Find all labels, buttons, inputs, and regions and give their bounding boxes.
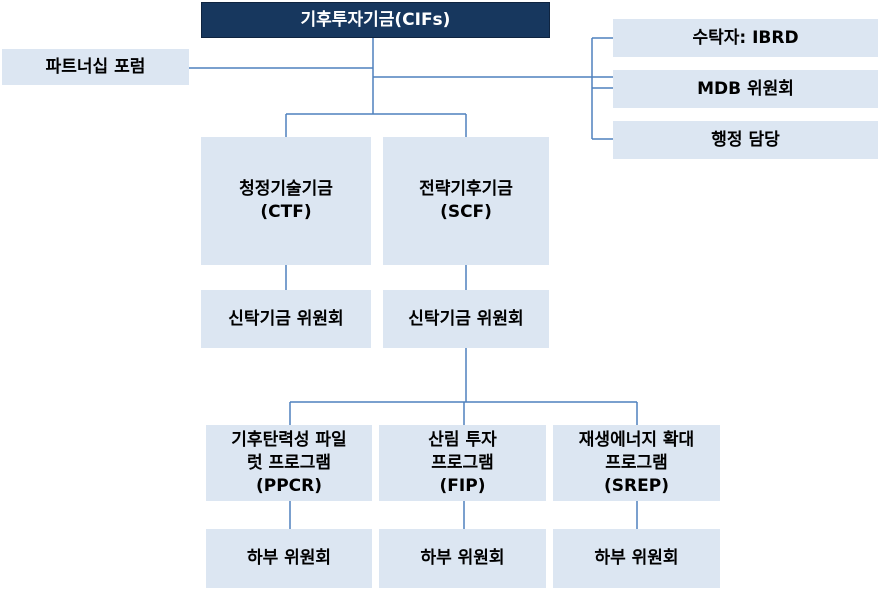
sub-committee-fip-label: 하부 위원회 (420, 548, 505, 568)
fund-scf-line1: 전략기후기금 (419, 179, 513, 199)
partnership-forum-node: 파트너십 포럼 (2, 49, 189, 85)
mdb-committee-label: MDB 위원회 (697, 78, 794, 99)
partnership-forum-label: 파트너십 포럼 (45, 56, 146, 77)
administration-node: 행정 담당 (613, 121, 878, 159)
trustee-label: 수탁자: IBRD (692, 27, 799, 48)
sub-committee-srep-label: 하부 위원회 (594, 548, 679, 568)
program-srep-line2: 프로그램 (605, 452, 668, 473)
trust-committee-scf: 신탁기금 위원회 (383, 290, 549, 348)
root-node-cifs: 기후투자기금(CIFs) (201, 2, 550, 38)
program-ppcr-line1: 기후탄력성 파일 (231, 429, 347, 450)
sub-committee-fip: 하부 위원회 (379, 529, 546, 588)
program-srep-line1: 재생에너지 확대 (578, 429, 695, 450)
program-srep-line3: (SREP) (604, 475, 669, 496)
program-node-fip: 산림 투자 프로그램 (FIP) (379, 425, 546, 501)
fund-ctf-line1: 청정기술기금 (239, 179, 333, 199)
program-fip-line1: 산림 투자 (428, 429, 497, 450)
program-ppcr-line2: 럿 프로그램 (246, 452, 332, 473)
trust-committee-scf-label: 신탁기금 위원회 (408, 308, 524, 329)
fund-node-scf: 전략기후기금 (SCF) (383, 137, 549, 265)
program-node-srep: 재생에너지 확대 프로그램 (SREP) (553, 425, 720, 501)
trust-committee-ctf-label: 신탁기금 위원회 (228, 308, 344, 329)
program-fip-line3: (FIP) (439, 475, 486, 496)
mdb-committee-node: MDB 위원회 (613, 70, 878, 108)
program-node-ppcr: 기후탄력성 파일 럿 프로그램 (PPCR) (206, 425, 372, 501)
administration-label: 행정 담당 (711, 129, 780, 150)
program-ppcr-line3: (PPCR) (255, 475, 323, 496)
root-label: 기후투자기금(CIFs) (300, 9, 451, 30)
fund-ctf-line2: (CTF) (260, 202, 312, 222)
sub-committee-srep: 하부 위원회 (553, 529, 720, 588)
fund-node-ctf: 청정기술기금 (CTF) (201, 137, 371, 265)
trust-committee-ctf: 신탁기금 위원회 (201, 290, 371, 348)
sub-committee-ppcr: 하부 위원회 (206, 529, 372, 588)
program-fip-line2: 프로그램 (431, 452, 494, 473)
fund-scf-line2: (SCF) (440, 202, 492, 222)
sub-committee-ppcr-label: 하부 위원회 (246, 548, 332, 568)
trustee-node: 수탁자: IBRD (613, 19, 878, 57)
